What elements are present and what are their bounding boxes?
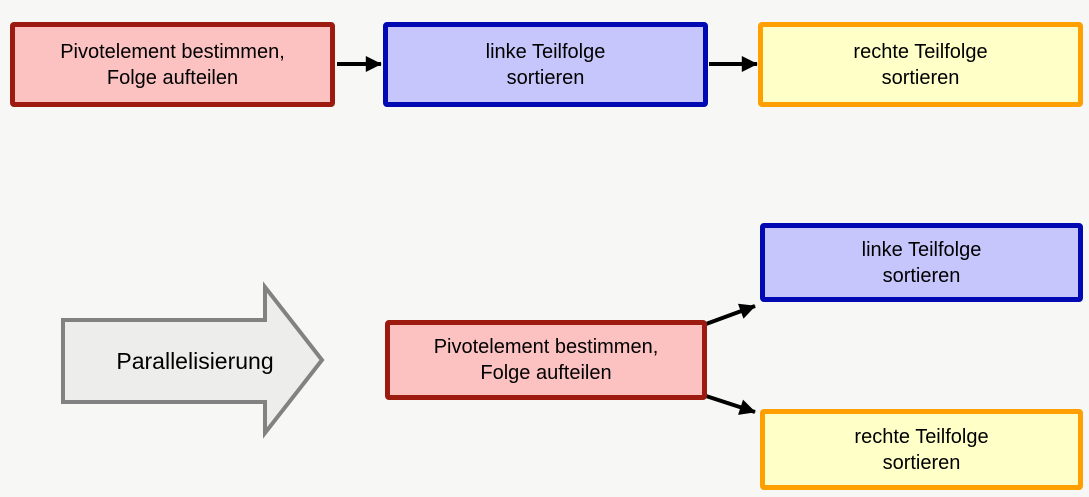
node-parallel-right-subsequence: rechte Teilfolge sortieren xyxy=(760,409,1083,490)
parallelization-label: Parallelisierung xyxy=(116,347,274,374)
node-sequential-left-subsequence: linke Teilfolge sortieren xyxy=(383,22,708,107)
node-text-line: Folge aufteilen xyxy=(480,362,612,384)
arrow-par-pivot-to-right xyxy=(705,394,756,415)
node-text-line: linke Teilfolge xyxy=(861,238,982,261)
node-text-line: Folge aufteilen xyxy=(106,66,239,89)
arrow-par-pivot-to-left xyxy=(705,303,756,326)
node-text-line: sortieren xyxy=(881,66,960,89)
node-text-line: sortieren xyxy=(882,264,961,287)
node-text-line: sortieren xyxy=(506,66,585,89)
node-text-line: rechte Teilfolge xyxy=(853,40,988,63)
node-text-line: Pivotelement bestimmen, xyxy=(433,336,659,358)
node-sequential-right-subsequence: rechte Teilfolge sortieren xyxy=(758,22,1083,107)
node-text-line: Pivotelement bestimmen, xyxy=(60,40,285,63)
node-parallel-left-subsequence: linke Teilfolge sortieren xyxy=(760,223,1083,302)
parallelization-arrow-shape xyxy=(61,281,325,439)
node-text-line: rechte Teilfolge xyxy=(854,425,989,448)
node-text-line: linke Teilfolge xyxy=(485,40,606,63)
node-sequential-pivot: Pivotelement bestimmen, Folge aufteilen xyxy=(10,22,335,107)
node-parallel-pivot: Pivotelement bestimmen, Folge aufteilen xyxy=(385,320,707,400)
node-text-line: sortieren xyxy=(882,451,961,474)
